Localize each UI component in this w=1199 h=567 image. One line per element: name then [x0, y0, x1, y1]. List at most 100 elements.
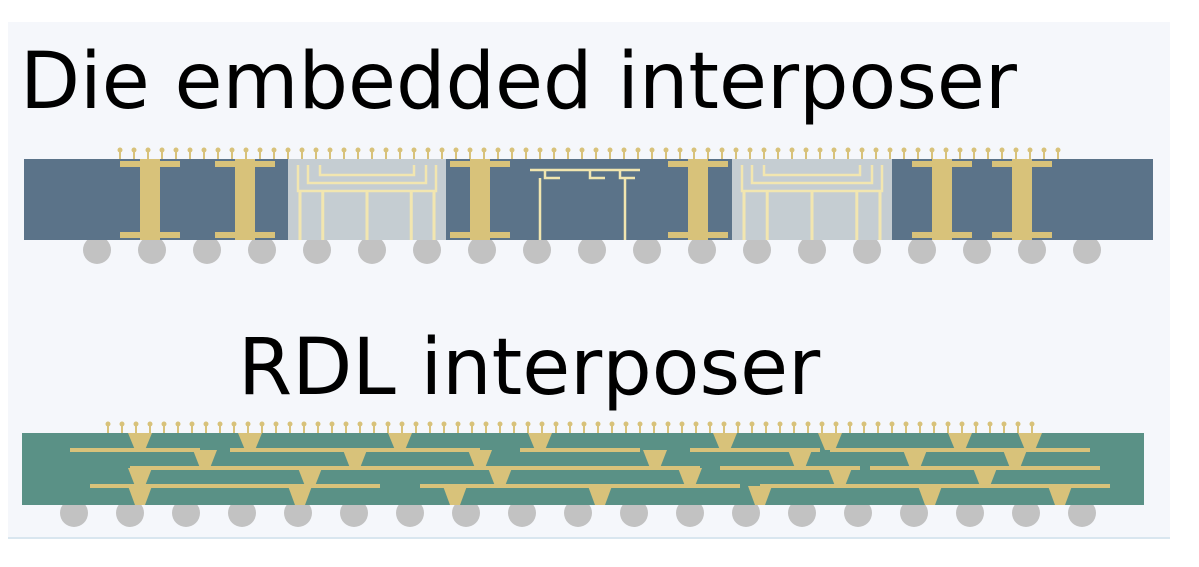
microbump: [355, 147, 361, 153]
microbump: [833, 421, 839, 427]
microbump: [679, 421, 685, 427]
solder-ball: [508, 499, 536, 527]
microbump: [663, 147, 669, 153]
microbump: [441, 421, 447, 427]
microbump: [901, 147, 907, 153]
through-via: [235, 159, 255, 240]
microbump: [693, 421, 699, 427]
microbump: [819, 421, 825, 427]
microbump: [133, 421, 139, 427]
microbump: [273, 421, 279, 427]
solder-ball: [284, 499, 312, 527]
microbump: [117, 147, 123, 153]
substrate-wiring: [530, 168, 640, 240]
microbump: [343, 421, 349, 427]
via-bottom-pad: [668, 232, 728, 238]
microbump: [369, 147, 375, 153]
microbump: [425, 147, 431, 153]
microbump: [105, 421, 111, 427]
microbump: [889, 421, 895, 427]
rdl-via: [588, 486, 612, 505]
microbump: [887, 147, 893, 153]
microbump: [595, 421, 601, 427]
microbump: [973, 421, 979, 427]
rdl-interposer: [22, 421, 1144, 527]
solder-ball: [1012, 499, 1040, 527]
microbump: [413, 421, 419, 427]
solder-ball: [620, 499, 648, 527]
microbump: [915, 147, 921, 153]
microbump: [189, 421, 195, 427]
microbump: [831, 147, 837, 153]
via-bottom-pad: [120, 232, 180, 238]
microbump: [959, 421, 965, 427]
microbump: [763, 421, 769, 427]
microbump: [383, 147, 389, 153]
microbump: [551, 147, 557, 153]
microbump: [567, 421, 573, 427]
rdl-via: [298, 468, 322, 486]
via-top-pad: [120, 161, 180, 167]
solder-ball: [963, 236, 991, 264]
solder-ball: [900, 499, 928, 527]
microbump: [761, 147, 767, 153]
microbump: [593, 147, 599, 153]
microbump: [985, 147, 991, 153]
microbump: [1027, 147, 1033, 153]
solder-ball: [633, 236, 661, 264]
microbump: [649, 147, 655, 153]
rdl-via: [643, 450, 667, 468]
rdl-via: [288, 486, 312, 505]
microbump: [691, 147, 697, 153]
microbump: [873, 147, 879, 153]
solder-ball: [340, 499, 368, 527]
rdl-via: [748, 486, 772, 505]
microbump: [665, 421, 671, 427]
microbump: [537, 147, 543, 153]
microbump: [481, 147, 487, 153]
microbump: [245, 421, 251, 427]
rdl-via: [193, 450, 217, 468]
microbump: [161, 421, 167, 427]
microbump: [201, 147, 207, 153]
microbump: [609, 421, 615, 427]
microbump: [439, 147, 445, 153]
microbump: [231, 421, 237, 427]
solder-ball: [228, 499, 256, 527]
solder-ball: [844, 499, 872, 527]
microbump: [523, 147, 529, 153]
microbump: [817, 147, 823, 153]
solder-ball: [853, 236, 881, 264]
solder-ball: [908, 236, 936, 264]
microbump: [719, 147, 725, 153]
microbump: [119, 421, 125, 427]
via-bottom-pad: [992, 232, 1052, 238]
microbump: [427, 421, 433, 427]
microbump: [399, 421, 405, 427]
die-embedded-interposer: [24, 147, 1153, 264]
solder-ball: [564, 499, 592, 527]
microbump: [999, 147, 1005, 153]
microbump: [469, 421, 475, 427]
microbump: [357, 421, 363, 427]
microbump: [789, 147, 795, 153]
microbump: [943, 147, 949, 153]
microbump: [229, 147, 235, 153]
microbump: [467, 147, 473, 153]
via-bottom-pad: [912, 232, 972, 238]
microbump: [173, 147, 179, 153]
solder-ball: [413, 236, 441, 264]
rdl-via: [948, 433, 972, 450]
via-top-pad: [215, 161, 275, 167]
through-via: [1012, 159, 1032, 240]
solder-ball: [358, 236, 386, 264]
solder-ball: [303, 236, 331, 264]
rdl-via: [388, 433, 412, 450]
microbump: [803, 147, 809, 153]
solder-ball: [60, 499, 88, 527]
microbump: [175, 421, 181, 427]
microbump: [733, 147, 739, 153]
microbump: [497, 421, 503, 427]
microbump: [385, 421, 391, 427]
